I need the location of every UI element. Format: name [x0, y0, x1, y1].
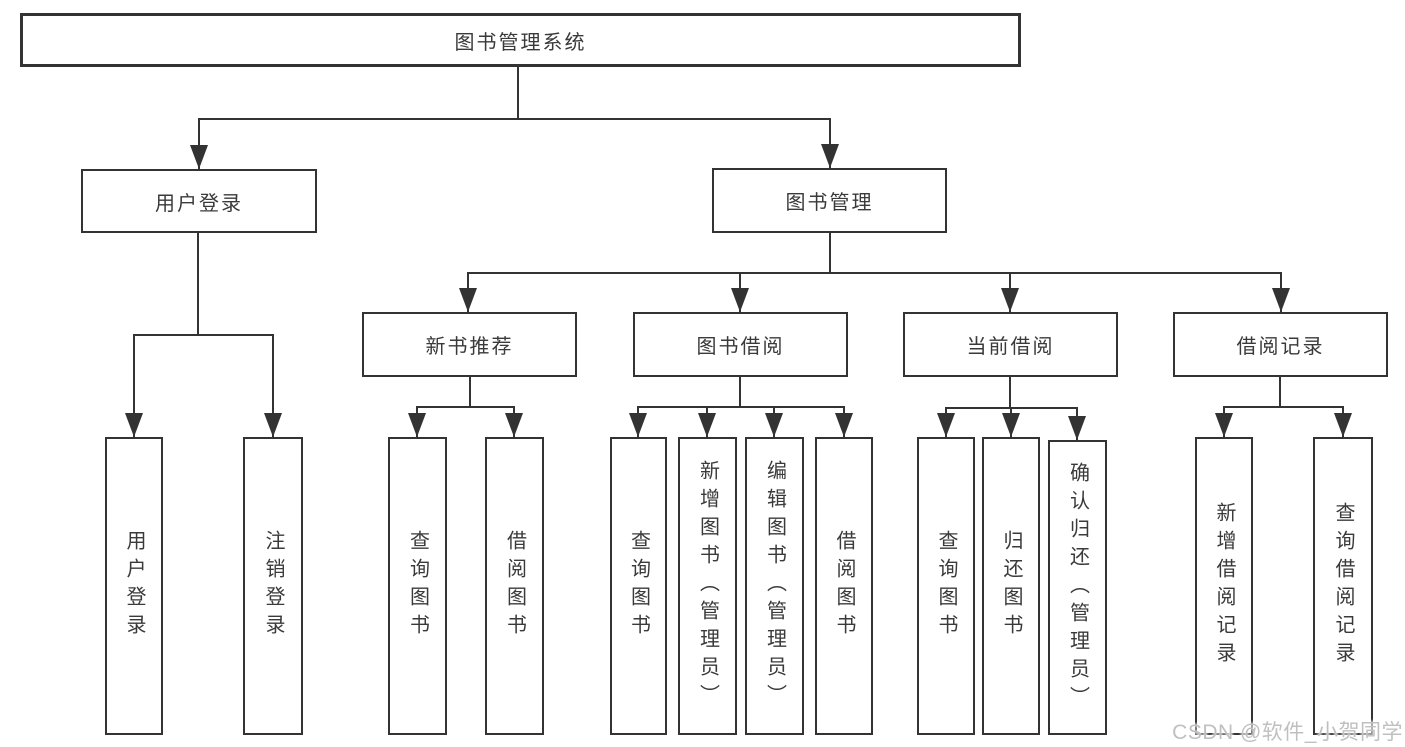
arrowhead-down-icon-12: [765, 413, 783, 437]
arrowhead-down-icon-2: [125, 413, 143, 437]
arrowhead-down-icon-16: [1068, 416, 1086, 440]
node-label: 查询图书: [627, 530, 650, 642]
node-v-query-book-3: 查询图书: [917, 437, 975, 735]
node-label: 查询借阅记录: [1332, 502, 1354, 670]
arrowhead-down-icon-5: [731, 288, 749, 312]
arrowhead-down-icon-1: [821, 144, 839, 168]
connector-rail-0: [198, 118, 831, 120]
node-label: 编辑图书（管理员）: [763, 460, 786, 712]
arrow-stem-2: [133, 335, 135, 437]
arrowhead-down-icon-7: [1272, 288, 1290, 312]
node-v-borrow-book-1: 借阅图书: [485, 437, 544, 735]
node-book-mgmt: 图书管理: [712, 168, 947, 233]
arrow-stem-0: [198, 119, 200, 169]
arrowhead-down-icon-0: [190, 145, 208, 169]
arrowhead-down-icon-8: [408, 413, 426, 437]
node-label: 新增图书（管理员）: [696, 460, 719, 712]
connector-stem-2: [829, 233, 831, 273]
csdn-watermark: CSDN @软件_小贺同学: [1172, 721, 1403, 744]
node-v-user-login: 用户登录: [105, 437, 163, 735]
node-label: 图书管理系统: [454, 31, 587, 54]
node-v-add-book: 新增图书（管理员）: [678, 437, 737, 735]
node-label: 用户登录: [123, 530, 145, 642]
arrowhead-down-icon-13: [835, 413, 853, 437]
node-sys: 图书管理系统: [20, 13, 1021, 67]
arrowhead-down-icon-18: [1334, 413, 1352, 437]
node-label: 归还图书: [1000, 530, 1022, 642]
node-label: 借阅图书: [503, 530, 526, 642]
arrowhead-down-icon-14: [937, 413, 955, 437]
arrowhead-down-icon-17: [1215, 413, 1233, 437]
node-label: 借阅图书: [833, 530, 855, 642]
connector-rail-4: [637, 406, 845, 408]
arrowhead-down-icon-11: [698, 413, 716, 437]
node-v-logout: 注销登录: [243, 437, 303, 735]
node-label: 新书推荐: [425, 336, 514, 358]
arrowhead-down-icon-9: [505, 413, 523, 437]
connector-rail-2: [467, 272, 1282, 274]
node-label: 当前借阅: [966, 336, 1055, 358]
node-v-return-book: 归还图书: [982, 437, 1040, 735]
arrowhead-down-icon-15: [1002, 413, 1020, 437]
connector-rail-1: [133, 334, 274, 336]
node-book-borrow: 图书借阅: [633, 312, 848, 377]
connector-stem-1: [197, 233, 199, 335]
arrowhead-down-icon-3: [264, 413, 282, 437]
node-label: 注销登录: [262, 530, 284, 642]
connector-stem-0: [517, 67, 519, 119]
node-label: 查询图书: [935, 530, 957, 642]
node-current-borrow: 当前借阅: [903, 312, 1118, 377]
arrowhead-down-icon-6: [1001, 288, 1019, 312]
node-label: 用户登录: [155, 192, 243, 215]
connector-rail-3: [416, 406, 515, 408]
connector-stem-3: [469, 377, 471, 407]
arrow-stem-1: [829, 119, 831, 168]
arrowhead-down-icon-10: [629, 413, 647, 437]
node-new-book-rec: 新书推荐: [362, 312, 577, 377]
node-v-query-book-1: 查询图书: [388, 437, 447, 735]
node-v-edit-book: 编辑图书（管理员）: [745, 437, 804, 735]
node-v-query-book-2: 查询图书: [610, 437, 667, 735]
arrowhead-down-icon-4: [459, 288, 477, 312]
node-label: 图书借阅: [696, 336, 785, 358]
node-label: 新增借阅记录: [1213, 502, 1235, 670]
node-label: 图书管理: [785, 192, 874, 214]
connector-rail-6: [1223, 406, 1344, 408]
node-v-query-record: 查询借阅记录: [1313, 437, 1373, 735]
connector-stem-6: [1279, 377, 1281, 407]
node-label: 确认归还（管理员）: [1066, 461, 1089, 714]
node-borrow-records: 借阅记录: [1173, 312, 1388, 377]
node-v-add-record: 新增借阅记录: [1195, 437, 1253, 735]
node-v-confirm-return: 确认归还（管理员）: [1048, 440, 1107, 735]
node-label: 借阅记录: [1236, 336, 1325, 358]
node-label: 查询图书: [406, 530, 429, 642]
node-user-login: 用户登录: [81, 169, 317, 233]
arrow-stem-3: [272, 335, 274, 437]
connector-stem-5: [1009, 377, 1011, 408]
connector-stem-4: [739, 377, 741, 407]
node-v-borrow-book-2: 借阅图书: [815, 437, 873, 735]
